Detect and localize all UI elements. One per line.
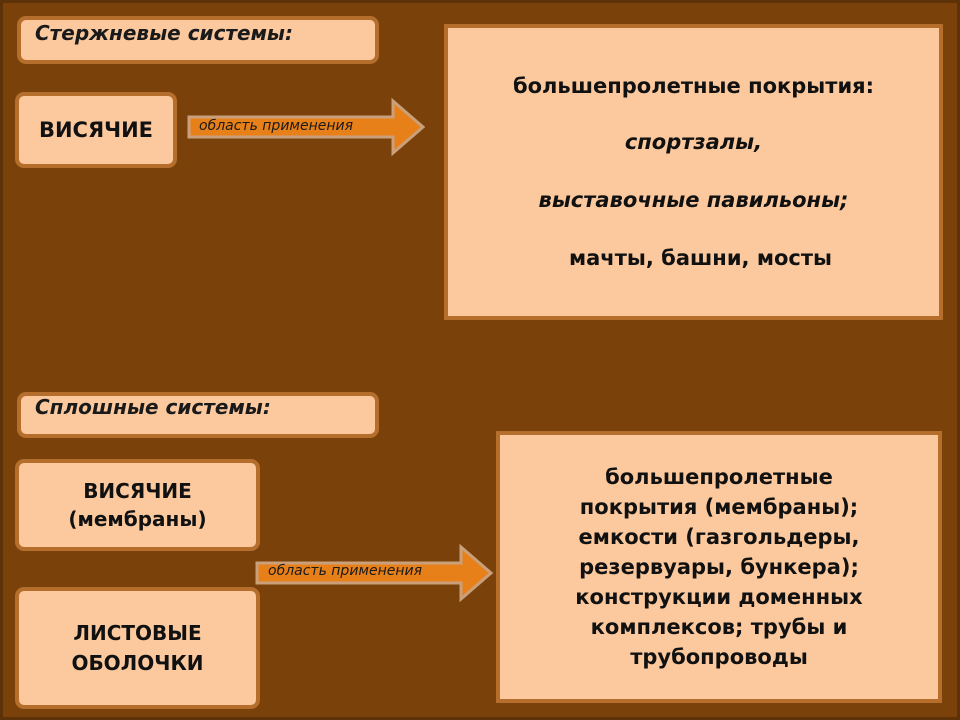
rod-systems-heading: Стержневые системы:: [17, 16, 379, 64]
rod-info-line1: большепролетные покрытия:: [512, 74, 875, 98]
sheet-shells-box: ЛИСТОВЫЕ ОБОЛОЧКИ: [15, 587, 260, 709]
solid-info-line4: резервуары, бункера);: [579, 555, 859, 579]
application-area-label-bottom: область применения: [268, 563, 423, 579]
solid-info-line5: конструкции доменных: [575, 585, 863, 609]
solid-info-line6: комплексов; трубы и: [590, 615, 848, 639]
rod-info-line3: выставочные павильоны;: [538, 188, 849, 212]
solid-info-line1: большепролетные: [605, 465, 833, 489]
hanging-rod-label: ВИСЯЧИЕ: [38, 118, 154, 142]
solid-info-line2: покрытия (мембраны);: [579, 495, 859, 519]
arrow-right-icon: [255, 543, 494, 603]
sheet-shells-line2: ОБОЛОЧКИ: [71, 651, 204, 675]
hanging-membrane-box: ВИСЯЧИЕ (мембраны): [15, 459, 260, 551]
rod-application-box: большепролетные покрытия: спортзалы, выс…: [444, 24, 943, 320]
hanging-membrane-line2: (мембраны): [68, 507, 207, 531]
solid-info-line3: емкости (газгольдеры,: [578, 525, 860, 549]
rod-info-line2: спортзалы,: [624, 130, 763, 154]
application-area-label-top: область применения: [199, 118, 354, 134]
rod-systems-heading-text: Стержневые системы:: [35, 21, 294, 45]
solid-info-line7: трубопроводы: [630, 645, 808, 669]
hanging-membrane-line1: ВИСЯЧИЕ: [83, 479, 192, 503]
rod-info-line4: мачты, башни, мосты: [568, 246, 833, 270]
solid-systems-heading-text: Сплошные системы:: [35, 395, 271, 419]
arrow-right-icon: [187, 97, 426, 157]
solid-systems-heading: Сплошные системы:: [17, 392, 379, 438]
sheet-shells-line1: ЛИСТОВЫЕ: [73, 621, 202, 645]
solid-application-box: большепролетные покрытия (мембраны); емк…: [496, 431, 942, 703]
hanging-rod-box: ВИСЯЧИЕ: [15, 92, 177, 168]
